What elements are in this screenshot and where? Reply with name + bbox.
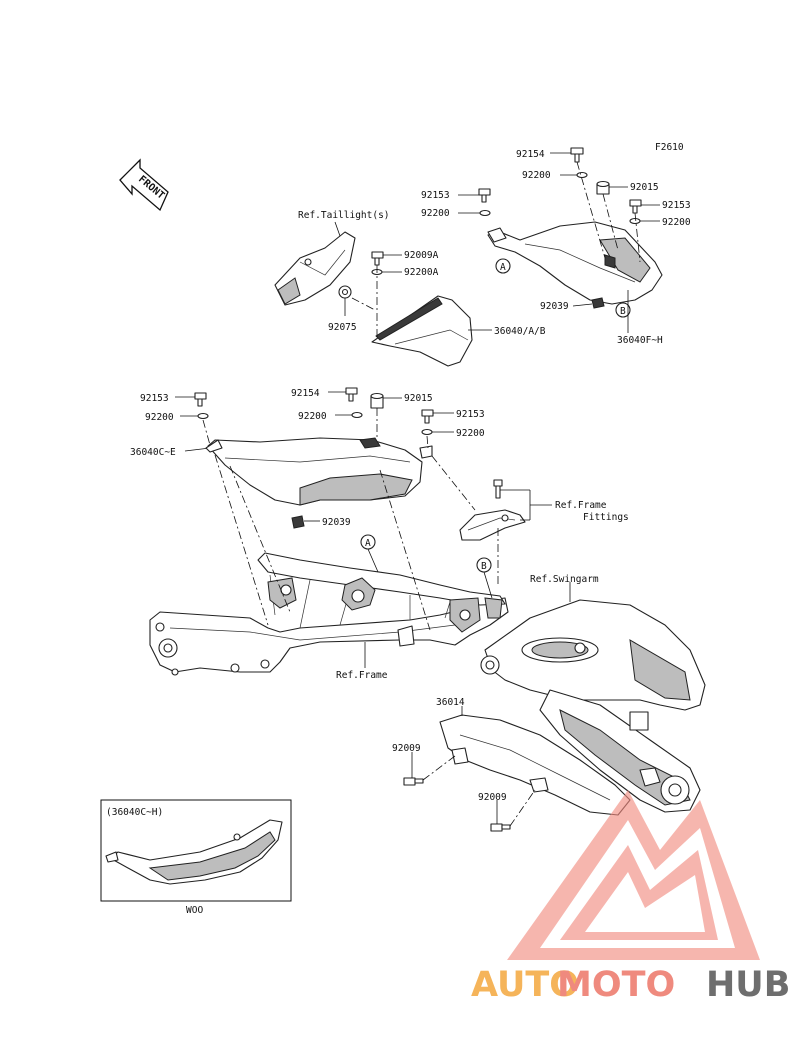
watermark-logo-icon [507,790,760,960]
label-92009A: 92009A [404,250,439,261]
bolt-icon [345,387,358,402]
washer-icon [351,411,363,419]
label-92200-center: 92200 [298,411,327,422]
bolt-icon [570,147,584,163]
bolt-icon [194,392,207,407]
rear-frame [149,552,509,676]
washer-icon [629,217,641,225]
label-36014: 36014 [436,697,465,708]
frame-fittings-bracket [459,479,526,541]
label-92154-top: 92154 [516,149,545,160]
watermark-text: AUTO MOTO HUB [471,965,790,1005]
watermark-moto: MOTO [557,965,675,1005]
label-92015-top: 92015 [630,182,659,193]
label-ref-taillight: Ref.Taillight(s) [298,210,390,221]
callout-B-top-label: B [620,306,626,317]
label-92200-top: 92200 [522,170,551,181]
bolt-icon [371,251,384,266]
center-cover-36040-A-B [371,295,473,367]
taillight-part [274,231,356,306]
collar-icon [596,180,610,195]
label-36040-A-B: 36040/A/B [494,326,546,337]
washer-icon [479,209,491,217]
washer-icon [421,428,433,436]
label-92200-right: 92200 [662,217,691,228]
side-cover-36040F-H [487,221,663,305]
inset-cover-part [105,819,283,885]
label-92153-center: 92153 [456,409,485,420]
label-92153-mid: 92153 [421,190,450,201]
chain-guard-36014 [439,714,631,816]
swingarm [480,599,706,813]
collar-icon [370,392,384,409]
label-92153-left: 92153 [140,393,169,404]
label-92039-top: 92039 [540,301,569,312]
label-ref-frame: Ref.Frame [336,670,388,681]
bolt-icon [490,823,511,832]
label-92154-mid: 92154 [291,388,320,399]
grommet-icon [291,515,305,529]
watermark-auto: AUTO [471,965,579,1005]
figure-code: F2610 [655,142,684,153]
label-92200-center2: 92200 [456,428,485,439]
inset-title: (36040C~H) [106,807,163,818]
callout-B-top [615,302,631,318]
grommet-icon [338,285,352,299]
label-92039-bottom: 92039 [322,517,351,528]
watermark-hub: HUB [706,965,790,1005]
label-36040C-E: 36040C~E [130,447,176,458]
washer-icon [576,171,588,179]
label-ref-frame-fittings-line2: Fittings [583,512,629,523]
callout-A-frame-label: A [365,538,371,549]
inset-caption: WOO [186,905,203,916]
callout-B-frame-label: B [481,561,487,572]
label-92075: 92075 [328,322,357,333]
washer-icon [197,412,209,420]
label-92200-left: 92200 [145,412,174,423]
label-36040F-H: 36040F~H [617,335,663,346]
label-ref-frame-fittings-line1: Ref.Frame [555,500,607,511]
front-arrow-icon: FRONT [119,158,169,212]
label-92153-right: 92153 [662,200,691,211]
label-92200A: 92200A [404,267,439,278]
label-92200-mid: 92200 [421,208,450,219]
bolt-icon [403,777,424,786]
label-92009-b: 92009 [478,792,507,803]
callout-A-top-label: A [500,262,506,273]
side-cover-36040C-E [205,437,433,506]
label-ref-swingarm: Ref.Swingarm [530,574,599,585]
bolt-icon [629,199,642,214]
label-92009-a: 92009 [392,743,421,754]
bolt-icon [421,409,434,424]
label-92015-mid: 92015 [404,393,433,404]
grommet-icon [591,297,605,309]
bolt-icon [478,188,491,203]
callout-A-top [495,258,511,274]
